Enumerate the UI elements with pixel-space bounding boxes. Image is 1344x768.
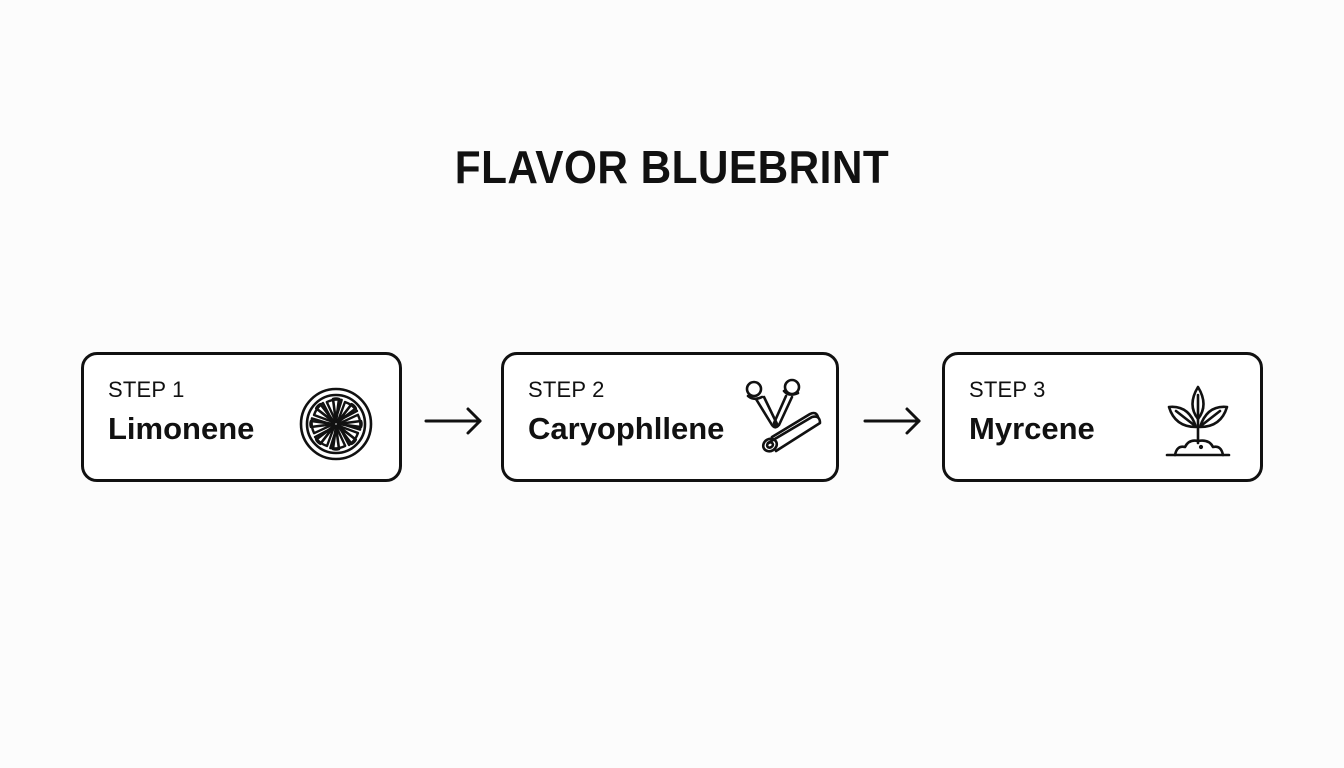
step-label: STEP 1 <box>108 377 185 402</box>
step-label: STEP 3 <box>969 377 1046 402</box>
sprout-icon <box>1165 381 1231 466</box>
arrow-right-icon <box>422 404 484 443</box>
diagram-title: FLAVOR BLUEBRINT <box>454 141 890 193</box>
step-card-myrcene: STEP 3 Myrcene <box>942 352 1263 482</box>
step-name: Myrcene <box>969 411 1095 446</box>
arrow-right-icon <box>861 404 923 443</box>
step-name: Limonene <box>108 411 255 446</box>
step-name: Caryophllene <box>528 411 725 446</box>
step-label: STEP 2 <box>528 377 605 402</box>
citrus-slice-icon <box>298 386 374 467</box>
clove-cinnamon-icon <box>742 377 824 466</box>
step-card-caryophllene: STEP 2 Caryophllene <box>501 352 839 482</box>
step-card-limonene: STEP 1 Limonene <box>81 352 402 482</box>
